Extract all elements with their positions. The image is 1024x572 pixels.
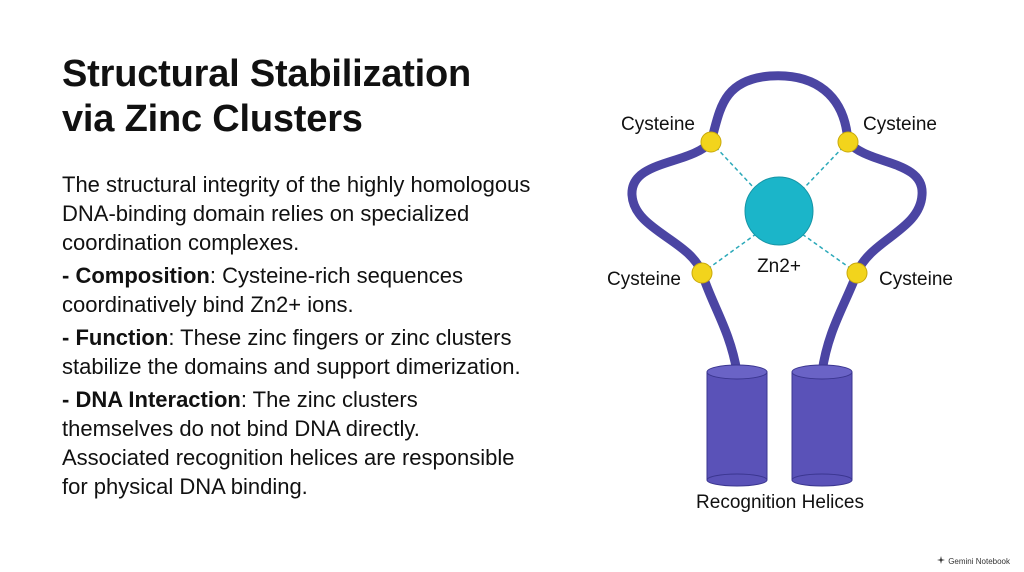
point-label: - Composition (62, 263, 210, 288)
cysteine-top-left-node (700, 131, 722, 153)
point-function: - Function: These zinc fingers or zinc c… (62, 323, 532, 381)
recognition-helix-left (706, 364, 768, 487)
label-cysteine-bottom-left: Cysteine (607, 269, 681, 290)
label-recognition-helices: Recognition Helices (696, 492, 864, 513)
cysteine-bottom-left-node (691, 262, 713, 284)
intro-paragraph: The structural integrity of the highly h… (62, 172, 531, 255)
footer-brand: Gemini Notebook (937, 556, 1010, 566)
label-cysteine-bottom-right: Cysteine (879, 269, 953, 290)
protein-chain-loop (706, 71, 853, 147)
point-label: - Function (62, 325, 169, 350)
point-text: : Cysteine-rich sequences coordinatively… (62, 263, 463, 317)
sparkle-icon (937, 556, 946, 566)
title-line-2: via Zinc Clusters (62, 98, 363, 140)
cysteine-top-right-node (837, 131, 859, 153)
point-label: - DNA Interaction (62, 387, 241, 412)
label-zinc: Zn2+ (757, 256, 801, 277)
protein-chain-left (627, 137, 742, 377)
label-cysteine-top-left: Cysteine (621, 114, 695, 135)
point-dna-interaction: - DNA Interaction: The zinc clusters the… (62, 385, 532, 501)
zinc-cluster-diagram: Cysteine Cysteine Cysteine Cysteine Zn2+… (607, 71, 953, 513)
point-text: : These zinc fingers or zinc clusters st… (62, 325, 521, 379)
footer-brand-text: Gemini Notebook (948, 556, 1010, 566)
bond-top-right (803, 141, 849, 189)
slide-title: Structural Stabilization via Zinc Cluste… (62, 52, 542, 142)
zinc-ion (744, 176, 814, 246)
point-text: : The zinc clusters themselves do not bi… (62, 387, 515, 499)
protein-chain-right (817, 137, 927, 377)
title-line-1: Structural Stabilization (62, 53, 472, 95)
recognition-helix-right (791, 364, 853, 487)
slide-body: The structural integrity of the highly h… (62, 170, 532, 505)
label-cysteine-top-right: Cysteine (863, 114, 937, 135)
bond-bottom-right (801, 233, 858, 274)
point-composition: - Composition: Cysteine-rich sequences c… (62, 261, 532, 319)
cysteine-bottom-right-node (846, 262, 868, 284)
